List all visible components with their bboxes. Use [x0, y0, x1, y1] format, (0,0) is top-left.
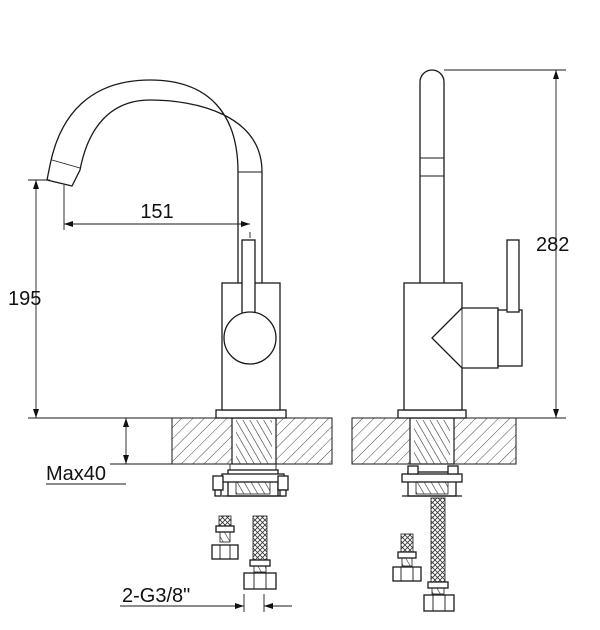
handle-lever-left	[241, 239, 256, 316]
supply-hose-left-1	[211, 515, 239, 560]
dim-spout-height: 195	[8, 179, 172, 419]
base-plate-left	[215, 409, 287, 419]
handle-cap-right	[497, 309, 523, 367]
supply-hose-left-2	[243, 515, 277, 590]
dim-spout-reach: 151	[63, 185, 251, 238]
dim-195-label: 195	[8, 288, 41, 310]
supply-hose-right-2	[392, 533, 422, 582]
dim-max40-label: Max40	[46, 463, 106, 485]
dim-151-label: 151	[140, 201, 173, 223]
handle-disc-left	[223, 311, 277, 365]
spout-right	[419, 69, 445, 283]
dim-max-deck: Max40	[46, 418, 172, 485]
spout-left	[46, 79, 263, 283]
dim-282-label: 282	[536, 234, 569, 256]
base-plate-right	[397, 409, 467, 419]
dim-total-height: 282	[444, 69, 569, 419]
handle-wedge-right	[431, 307, 499, 369]
side-view: 282	[351, 69, 569, 612]
handle-lever-right	[506, 239, 520, 313]
dim-connection: 2-G3/8"	[120, 585, 292, 612]
dim-g38-label: 2-G3/8"	[122, 585, 190, 607]
supply-hose-right-1	[423, 497, 455, 612]
front-view: 151 195 Max40 2-G3/8"	[8, 79, 333, 612]
